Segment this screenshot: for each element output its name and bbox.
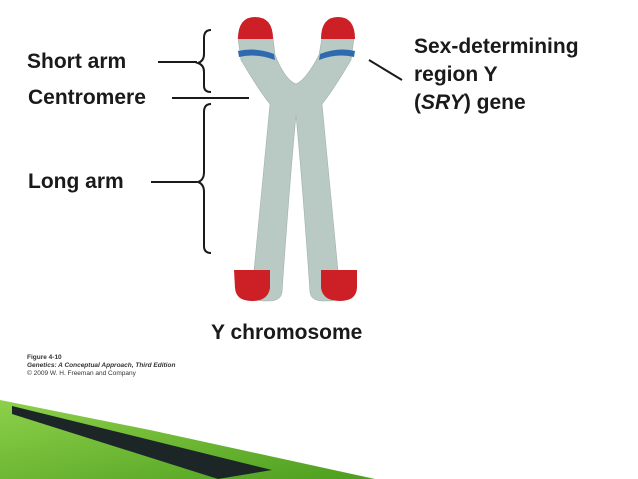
telomere-top-left bbox=[238, 17, 273, 39]
diagram-caption: Y chromosome bbox=[211, 321, 363, 344]
sry-label-line3: (SRY) gene bbox=[414, 90, 526, 116]
green-swoosh-decoration bbox=[0, 400, 375, 479]
sry-band-left bbox=[238, 49, 275, 60]
telomere-bottom-left bbox=[234, 270, 270, 301]
dark-swoosh-decoration bbox=[12, 406, 272, 479]
figure-number: Figure 4-10 bbox=[27, 354, 62, 361]
sry-band-right bbox=[319, 49, 355, 60]
sry-leader bbox=[368, 59, 403, 81]
sry-label-line1: Sex-determining bbox=[414, 35, 579, 58]
centromere-label: Centromere bbox=[28, 86, 146, 109]
y-chromosome-body bbox=[237, 25, 355, 302]
long-arm-bracket bbox=[194, 103, 212, 254]
sry-gene-suffix: ) gene bbox=[463, 91, 526, 114]
book-title: Genetics: A Conceptual Approach, Third E… bbox=[27, 362, 176, 369]
figure-credit: Figure 4-10 Genetics: A Conceptual Appro… bbox=[27, 354, 175, 378]
telomere-bottom-right bbox=[321, 270, 357, 301]
long-arm-label: Long arm bbox=[28, 170, 124, 193]
telomere-top-right bbox=[321, 17, 355, 39]
sry-label-line2: region Y bbox=[414, 63, 498, 86]
sry-open-paren: ( bbox=[414, 91, 421, 114]
copyright-notice: © 2009 W. H. Freeman and Company bbox=[27, 370, 136, 377]
short-arm-bracket bbox=[194, 29, 212, 93]
sry-abbreviation: SRY bbox=[421, 91, 464, 114]
short-arm-label: Short arm bbox=[27, 50, 127, 73]
